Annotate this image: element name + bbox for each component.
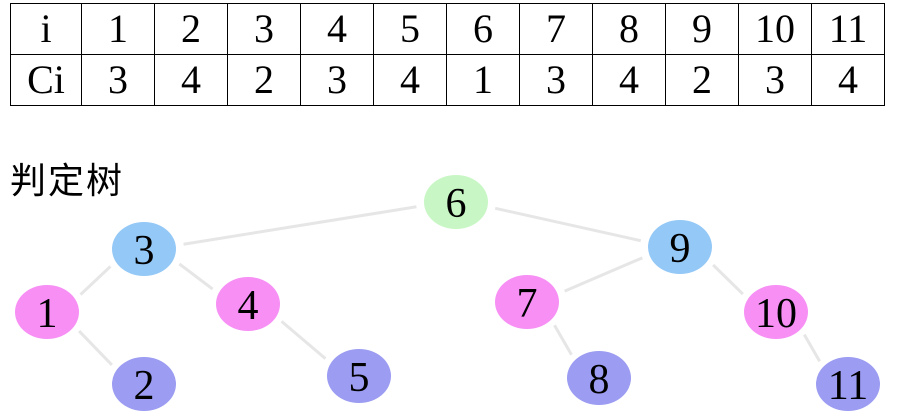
tree-node-11: 11 xyxy=(816,357,880,411)
tree-node-3: 3 xyxy=(112,222,176,276)
row-label-ci: Ci xyxy=(10,54,82,106)
tree-edge-3-1 xyxy=(79,265,112,296)
ci-cell: 2 xyxy=(227,54,301,106)
node-ellipse xyxy=(112,357,176,411)
ci-cell: 4 xyxy=(373,54,447,106)
ci-cell: 3 xyxy=(300,54,374,106)
tree-edge-1-2 xyxy=(78,330,113,366)
node-ellipse xyxy=(424,175,488,229)
tree-node-4: 4 xyxy=(216,277,280,331)
i-cell: 5 xyxy=(373,3,447,55)
tree-title: 判定树 xyxy=(10,161,125,202)
node-ellipse xyxy=(327,349,391,403)
node-ellipse xyxy=(648,220,712,274)
node-label: 11 xyxy=(828,363,868,409)
i-cell: 6 xyxy=(446,3,520,55)
tree-node-8: 8 xyxy=(567,351,631,405)
ci-cell: 3 xyxy=(81,54,155,106)
tree-node-10: 10 xyxy=(744,285,808,339)
ci-cell: 3 xyxy=(738,54,812,106)
node-label: 1 xyxy=(37,291,58,337)
tree-node-6: 6 xyxy=(424,175,488,229)
table-row-i: i 1 2 3 4 5 6 7 8 9 10 11 xyxy=(10,3,885,55)
tree-edge-3-4 xyxy=(178,262,214,291)
ci-cell: 1 xyxy=(446,54,520,106)
i-cell: 4 xyxy=(300,3,374,55)
node-label: 6 xyxy=(446,181,467,227)
node-label: 10 xyxy=(755,291,797,337)
ci-cell: 4 xyxy=(154,54,228,106)
tree-node-5: 5 xyxy=(327,349,391,403)
node-label: 4 xyxy=(238,283,259,329)
row-label-i: i xyxy=(10,3,82,55)
tree-nodes: 6 3 9 1 4 7 10 2 5 8 11 xyxy=(15,175,880,411)
node-ellipse xyxy=(15,285,79,339)
node-label: 7 xyxy=(517,281,538,327)
tree-edges xyxy=(78,205,822,366)
tree-node-9: 9 xyxy=(648,220,712,274)
table-row-ci: Ci 3 4 2 3 4 1 3 4 2 3 4 xyxy=(10,54,885,106)
node-ellipse xyxy=(567,351,631,405)
i-cell: 9 xyxy=(665,3,739,55)
node-label: 3 xyxy=(134,228,155,274)
node-ellipse xyxy=(216,277,280,331)
tree-edge-9-10 xyxy=(712,263,744,296)
node-label: 9 xyxy=(670,226,691,272)
node-ellipse xyxy=(744,285,808,339)
node-ellipse xyxy=(112,222,176,276)
node-label: 5 xyxy=(349,355,370,401)
node-label: 8 xyxy=(589,357,610,403)
tree-edge-10-11 xyxy=(802,333,822,363)
tree-node-1: 1 xyxy=(15,285,79,339)
i-cell: 11 xyxy=(811,3,885,55)
cost-table: i 1 2 3 4 5 6 7 8 9 10 11 Ci 3 4 2 3 4 1… xyxy=(10,3,885,106)
i-cell: 10 xyxy=(738,3,812,55)
ci-cell: 3 xyxy=(519,54,593,106)
tree-edge-6-9 xyxy=(494,206,642,243)
i-cell: 7 xyxy=(519,3,593,55)
tree-edge-6-3 xyxy=(183,205,417,246)
tree-edge-9-7 xyxy=(564,256,643,293)
node-ellipse xyxy=(495,275,559,329)
node-ellipse xyxy=(816,357,880,411)
tree-node-7: 7 xyxy=(495,275,559,329)
ci-cell: 4 xyxy=(811,54,885,106)
tree-node-2: 2 xyxy=(112,357,176,411)
node-label: 2 xyxy=(134,363,155,409)
tree-edge-4-5 xyxy=(280,320,327,360)
tree-edge-7-8 xyxy=(553,324,573,356)
